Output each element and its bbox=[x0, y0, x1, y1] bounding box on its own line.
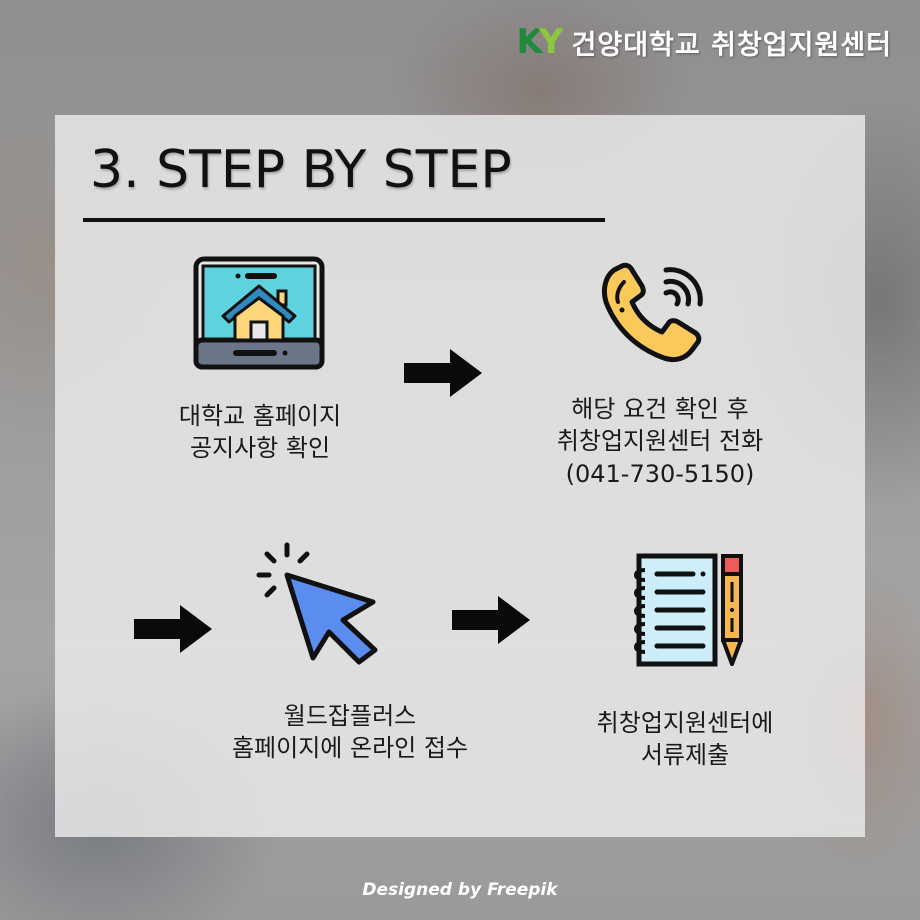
step-3-line-1: 월드잡플러스 bbox=[283, 702, 417, 730]
header-title: 건양대학교 취창업지원센터 bbox=[571, 29, 892, 61]
arrow-right-icon bbox=[404, 349, 482, 397]
step-2-phone-number: (041-730-5150) bbox=[565, 459, 755, 488]
logo-y: Y bbox=[538, 22, 564, 62]
logo-k: K bbox=[516, 22, 543, 62]
step-1-line-1: 대학교 홈페이지 bbox=[178, 402, 342, 430]
cursor-click-icon bbox=[256, 542, 378, 665]
step-4-label: 취창업지원센터에 서류제출 bbox=[545, 707, 825, 772]
step-3-line-2: 홈페이지에 온라인 접수 bbox=[231, 734, 469, 763]
page-title: 3. STEP BY STEP bbox=[90, 140, 512, 200]
step-2-label: 해당 요건 확인 후 취창업지원센터 전화 (041-730-5150) bbox=[510, 393, 810, 490]
step-1-line-2: 공지사항 확인 bbox=[189, 434, 331, 463]
step-1-label: 대학교 홈페이지 공지사항 확인 bbox=[130, 400, 390, 465]
step-4-line-2: 서류제출 bbox=[640, 741, 730, 770]
arrow-right-icon bbox=[452, 596, 530, 644]
content-panel bbox=[55, 115, 865, 837]
step-3-label: 월드잡플러스 홈페이지에 온라인 접수 bbox=[180, 700, 520, 765]
notebook-pencil-icon bbox=[634, 553, 743, 667]
phone-call-icon bbox=[601, 262, 703, 363]
step-2-line-2: 취창업지원센터 전화 bbox=[556, 427, 764, 456]
arrow-right-icon bbox=[134, 605, 212, 653]
title-underline bbox=[83, 218, 605, 222]
laptop-home-icon bbox=[193, 256, 325, 370]
step-2-line-1: 해당 요건 확인 후 bbox=[571, 395, 749, 423]
designer-credit: Designed by Freepik bbox=[362, 880, 558, 900]
step-4-line-1: 취창업지원센터에 bbox=[596, 709, 774, 737]
